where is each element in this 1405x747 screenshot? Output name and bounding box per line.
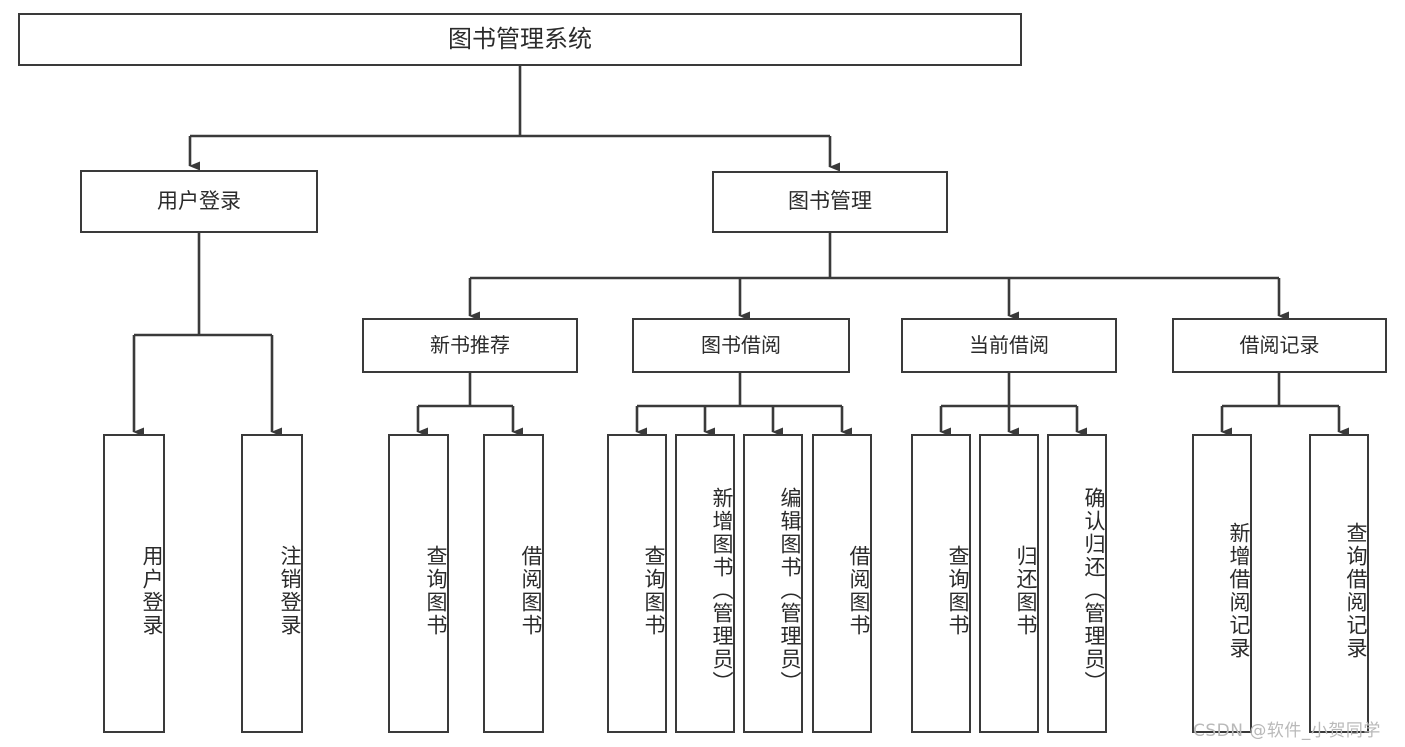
node-current-borrow-label: 当前借阅: [969, 333, 1049, 358]
leaf-return-book-label: 归还图书: [1014, 544, 1038, 637]
node-book-manage[interactable]: 图书管理: [712, 171, 948, 233]
leaf-return-book[interactable]: 归还图书: [979, 434, 1039, 733]
leaf-add-book-admin-label: 新增图书（管理员）: [710, 487, 734, 694]
leaf-query-borrow-record-label: 查询借阅记录: [1344, 521, 1368, 660]
node-root[interactable]: 图书管理系统: [18, 13, 1022, 66]
leaf-query-book-cb-label: 查询图书: [946, 544, 970, 637]
leaf-borrow-book-nb[interactable]: 借阅图书: [483, 434, 544, 733]
node-user-login-label: 用户登录: [157, 188, 241, 213]
node-root-label: 图书管理系统: [448, 25, 592, 54]
leaf-user-login[interactable]: 用户登录: [103, 434, 165, 733]
leaf-query-book-bb[interactable]: 查询图书: [607, 434, 667, 733]
node-current-borrow[interactable]: 当前借阅: [901, 318, 1117, 373]
leaf-query-book-nb[interactable]: 查询图书: [388, 434, 449, 733]
leaf-query-book-bb-label: 查询图书: [642, 544, 666, 637]
leaf-logout-label: 注销登录: [278, 544, 302, 637]
node-borrow-record[interactable]: 借阅记录: [1172, 318, 1387, 373]
node-book-borrow-label: 图书借阅: [701, 333, 781, 358]
node-book-manage-label: 图书管理: [788, 189, 872, 214]
node-new-book-recommend[interactable]: 新书推荐: [362, 318, 578, 373]
node-user-login[interactable]: 用户登录: [80, 170, 318, 233]
leaf-query-book-cb[interactable]: 查询图书: [911, 434, 971, 733]
node-new-book-recommend-label: 新书推荐: [430, 333, 510, 358]
leaf-logout[interactable]: 注销登录: [241, 434, 303, 733]
leaf-edit-book-admin[interactable]: 编辑图书（管理员）: [743, 434, 803, 733]
leaf-add-borrow-record[interactable]: 新增借阅记录: [1192, 434, 1252, 733]
csdn-watermark: CSDN @软件_小贺同学: [1193, 721, 1381, 741]
leaf-user-login-label: 用户登录: [140, 544, 164, 637]
leaf-query-borrow-record[interactable]: 查询借阅记录: [1309, 434, 1369, 733]
leaf-borrow-book-bb[interactable]: 借阅图书: [812, 434, 872, 733]
leaf-add-book-admin[interactable]: 新增图书（管理员）: [675, 434, 735, 733]
leaf-confirm-return-admin[interactable]: 确认归还（管理员）: [1047, 434, 1107, 733]
leaf-borrow-book-nb-label: 借阅图书: [519, 544, 543, 637]
leaf-borrow-book-bb-label: 借阅图书: [847, 544, 871, 637]
node-book-borrow[interactable]: 图书借阅: [632, 318, 850, 373]
leaf-edit-book-admin-label: 编辑图书（管理员）: [778, 487, 802, 694]
leaf-confirm-return-admin-label: 确认归还（管理员）: [1082, 487, 1106, 694]
leaf-add-borrow-record-label: 新增借阅记录: [1227, 521, 1251, 660]
node-borrow-record-label: 借阅记录: [1239, 333, 1320, 358]
leaf-query-book-nb-label: 查询图书: [424, 544, 448, 637]
